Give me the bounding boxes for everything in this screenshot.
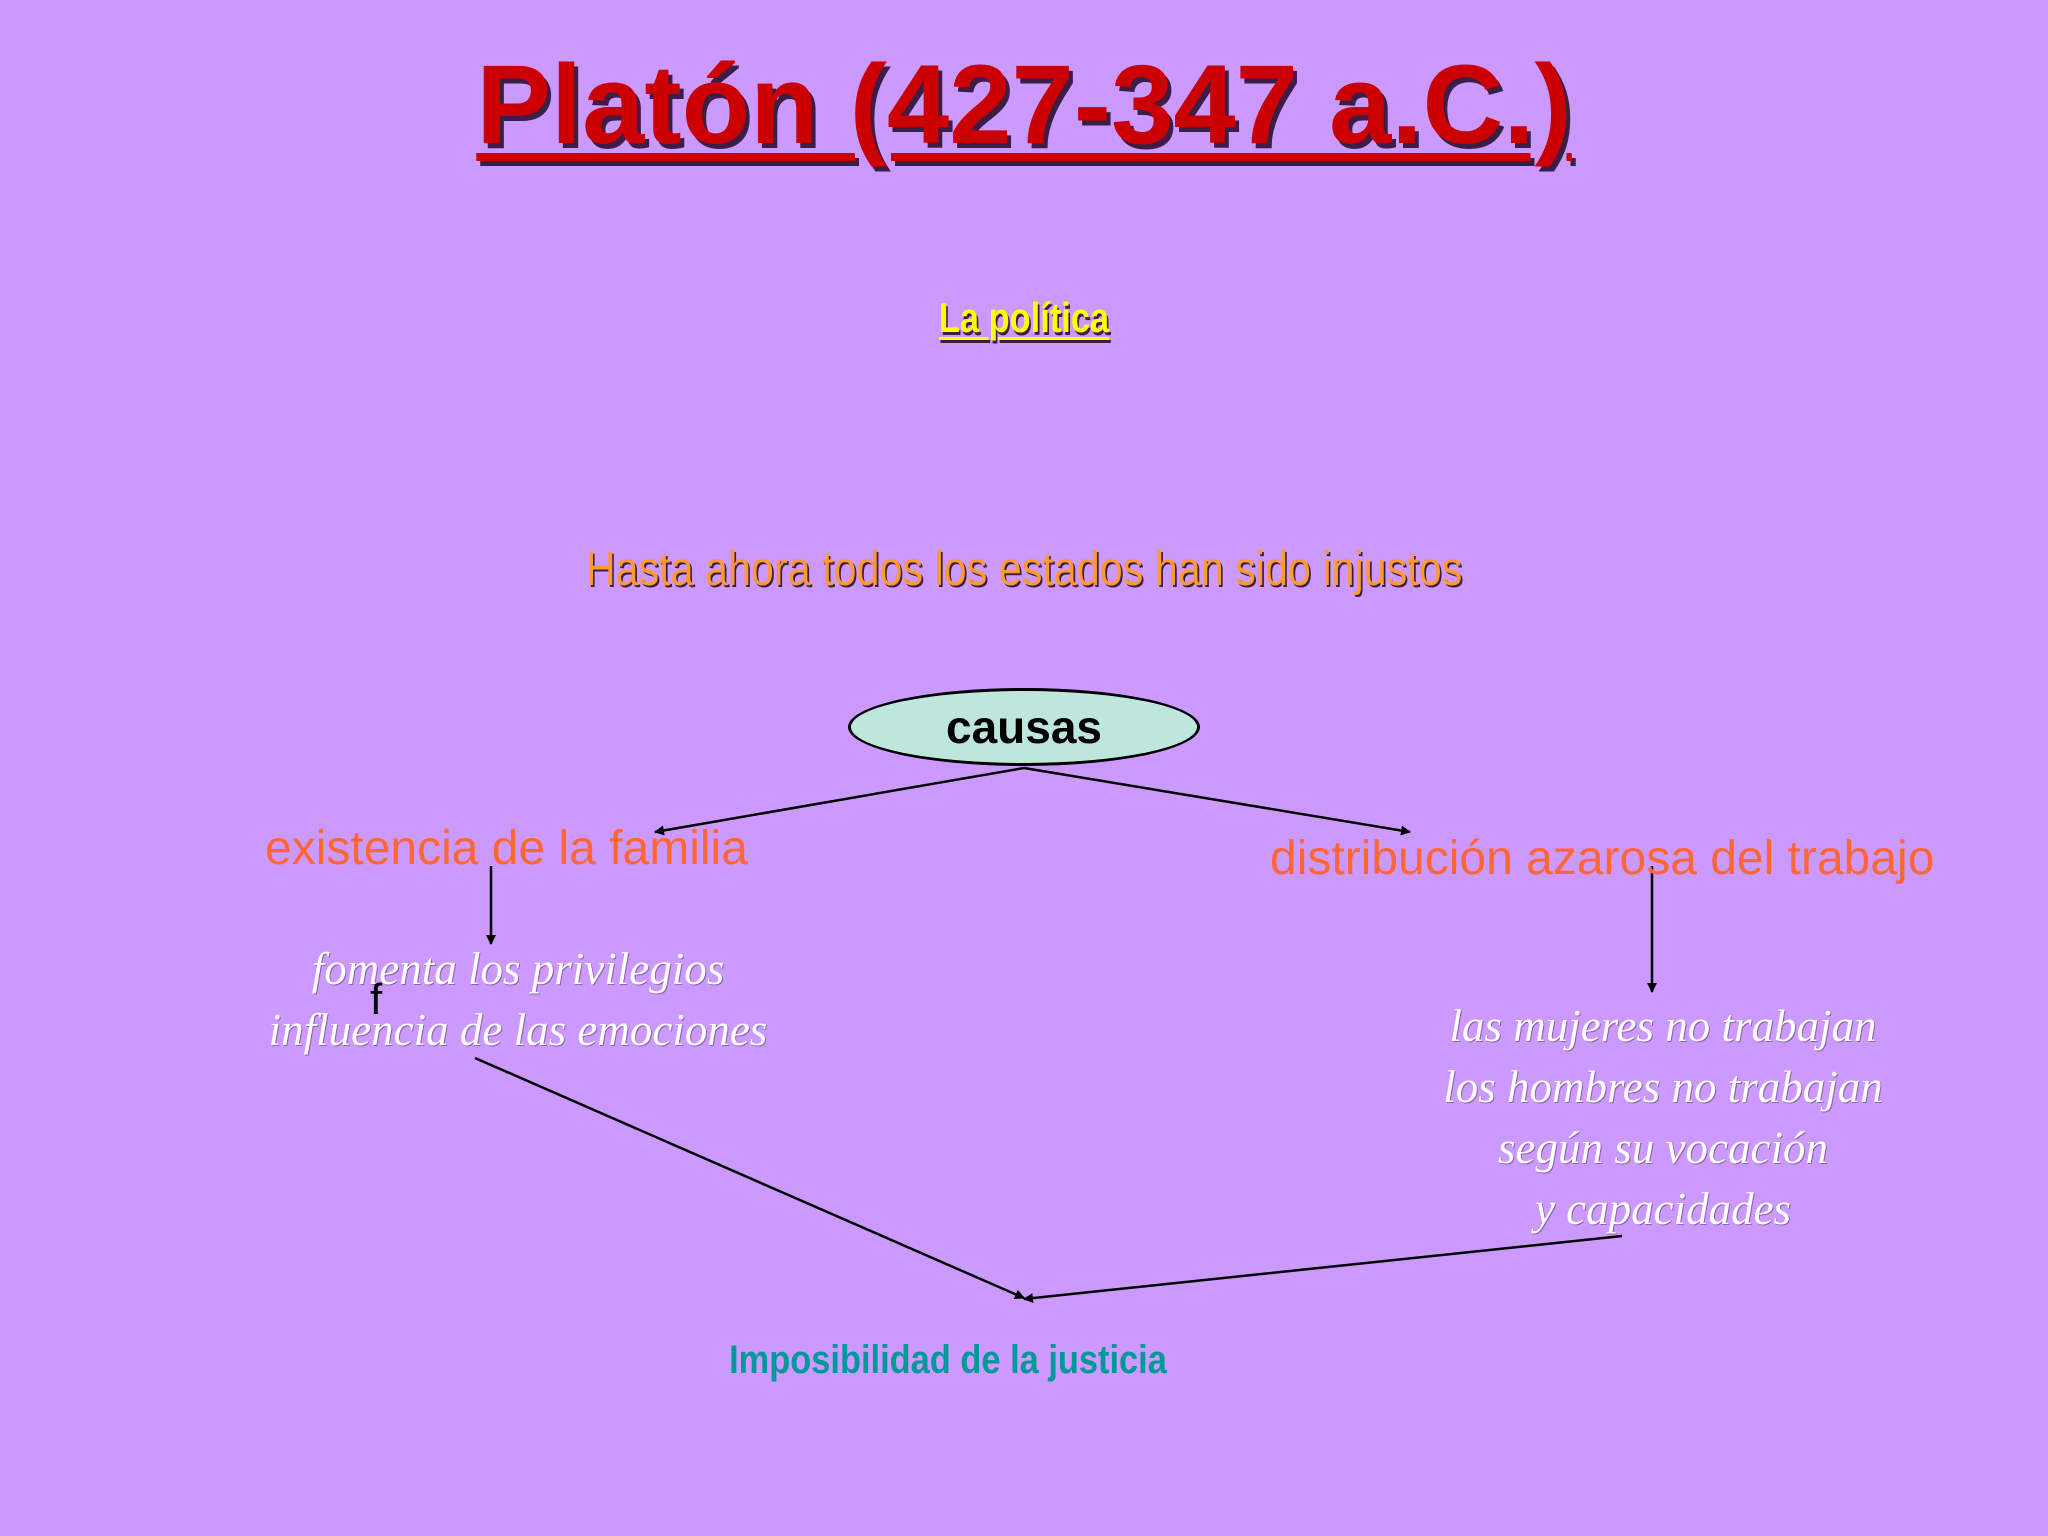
work-effect-item: según su vocación — [1498, 1123, 1828, 1173]
main-statement: Hasta ahora todos los estados han sido i… — [585, 543, 1463, 596]
work-effect-item: los hombres no trabajan — [1443, 1062, 1883, 1112]
cause-family: existencia de la familia — [265, 822, 748, 875]
section-subtitle: La política — [938, 294, 1110, 341]
causes-node-label: causas — [945, 701, 1102, 753]
conclusion: Imposibilidad de la justicia — [729, 1338, 1167, 1382]
family-effect-item: fomenta los privilegios — [311, 944, 725, 994]
work-effect-item: las mujeres no trabajan — [1449, 1001, 1877, 1051]
arrow-work-effects-to-conclusion — [1023, 1234, 1623, 1304]
stray-mark: f — [370, 975, 383, 1024]
cause-work-distribution: distribución azarosa del trabajo — [1270, 832, 1935, 885]
causes-node: causas — [848, 688, 1200, 766]
arrow-causes-to-family — [654, 766, 1025, 836]
family-effect-item: influencia de las emociones — [268, 1005, 768, 1055]
arrow-causes-to-work — [1023, 766, 1411, 836]
arrow-family-effects-to-conclusion — [474, 1056, 1025, 1300]
work-effects: las mujeres no trabajan los hombres no t… — [1443, 996, 1883, 1240]
slide-title: Platón (427-347 a.C.) — [476, 42, 1572, 167]
family-effects: fomenta los privilegios influencia de la… — [269, 939, 768, 1061]
work-effect-item: y capacidades — [1534, 1184, 1792, 1234]
